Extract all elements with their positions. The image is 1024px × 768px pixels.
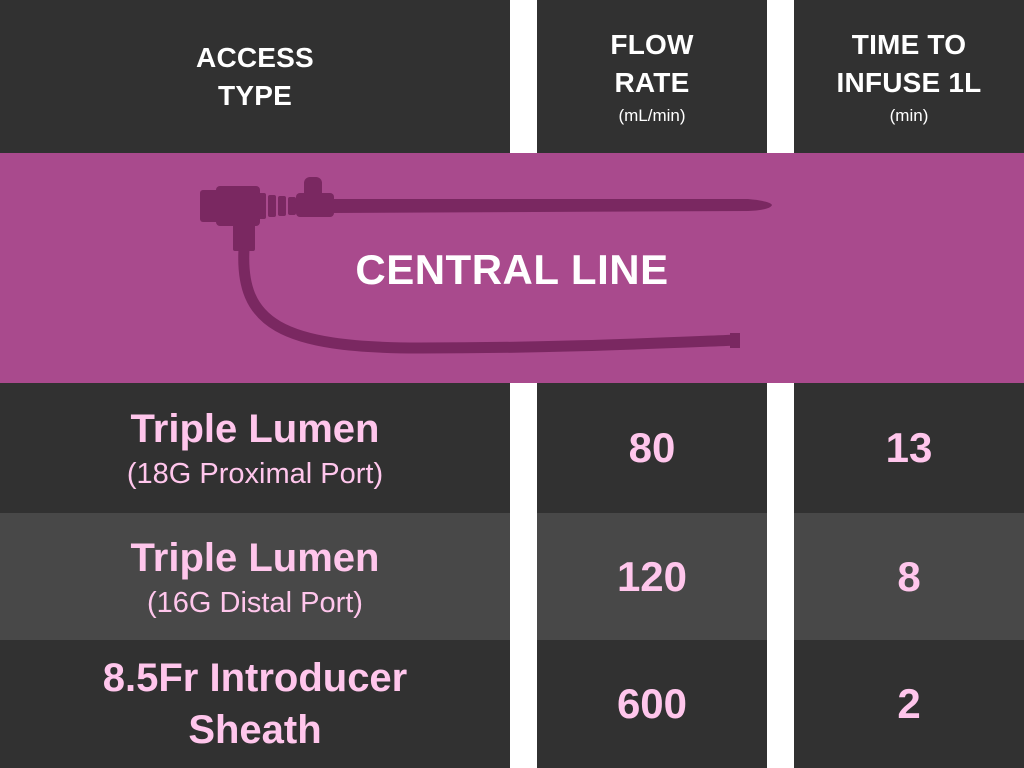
- access-name: Triple Lumen: [130, 407, 380, 451]
- flow-rate-cell: 600: [537, 640, 767, 768]
- header-time-unit: (min): [889, 105, 929, 125]
- flow-rate-value: 600: [616, 680, 688, 727]
- access-name: Triple Lumen: [130, 535, 380, 580]
- flow-rate-value: 80: [628, 424, 676, 471]
- table-row: Triple Lumen (18G Proximal Port): [0, 383, 510, 513]
- access-subtitle: (18G Proximal Port): [126, 458, 384, 490]
- access-subtitle: (16G Distal Port): [147, 586, 363, 619]
- time-cell: 8: [794, 513, 1024, 640]
- header-flow-line2: RATE: [614, 66, 690, 98]
- time-value: 2: [897, 680, 921, 727]
- flow-rate-cell: 120: [537, 513, 767, 640]
- central-line-section: CENTRAL LINE: [0, 153, 1024, 383]
- header-access-line2: TYPE: [218, 79, 292, 111]
- header-access-type: ACCESS TYPE: [0, 0, 510, 153]
- time-cell: 2: [794, 640, 1024, 768]
- access-name-line2: Sheath: [188, 708, 322, 752]
- header-flow-unit: (mL/min): [618, 105, 686, 125]
- header-time-line1: TIME TO: [851, 28, 967, 60]
- table-row: Triple Lumen (16G Distal Port): [0, 513, 510, 640]
- central-line-catheter-icon: [200, 177, 772, 354]
- time-value: 8: [897, 552, 921, 600]
- time-value: 13: [885, 424, 933, 471]
- header-access-line1: ACCESS: [196, 41, 314, 73]
- flow-rate-cell: 80: [537, 383, 767, 513]
- table-row: 8.5Fr Introducer Sheath: [0, 640, 510, 768]
- header-flow-line1: FLOW: [610, 28, 694, 60]
- header-time-line2: INFUSE 1L: [836, 66, 982, 98]
- header-time-to-infuse: TIME TO INFUSE 1L (min): [794, 0, 1024, 153]
- section-title: CENTRAL LINE: [355, 246, 669, 293]
- header-flow-rate: FLOW RATE (mL/min): [537, 0, 767, 153]
- flow-rate-value: 120: [616, 552, 688, 600]
- time-cell: 13: [794, 383, 1024, 513]
- access-name-line1: 8.5Fr Introducer: [102, 656, 408, 700]
